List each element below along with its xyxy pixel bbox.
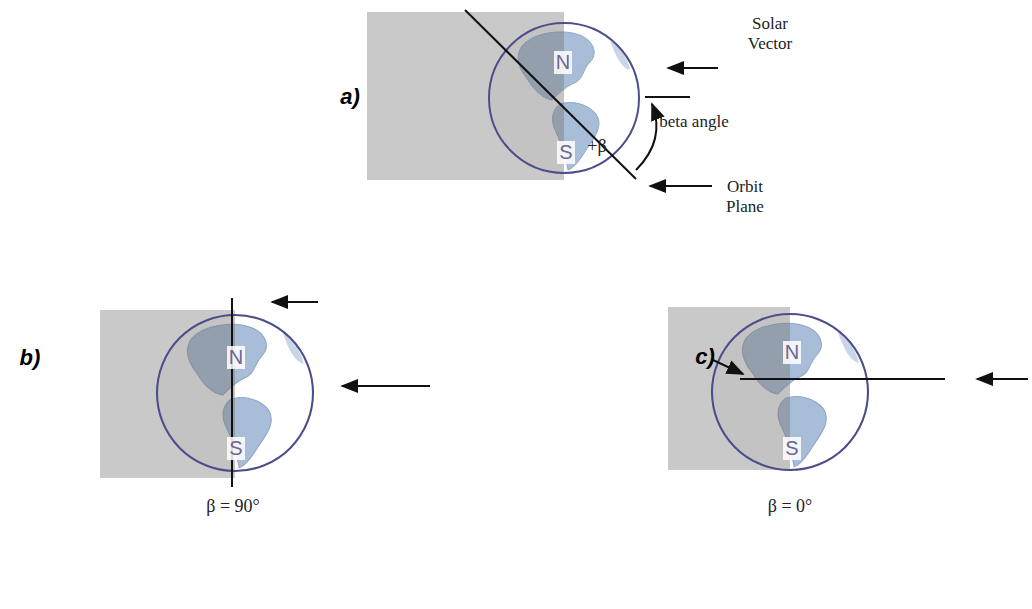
orbit-plane-line — [740, 378, 945, 380]
orbit-arrow — [650, 185, 712, 187]
panel-letter: a) — [340, 84, 360, 109]
solar-arrow — [342, 385, 430, 387]
solar-direction — [645, 96, 690, 98]
panel-letter: c) — [695, 344, 715, 369]
pole-label: N — [554, 51, 572, 74]
solar-arrow — [977, 378, 1028, 380]
pole-label: S — [557, 141, 574, 164]
orbit-plane-line — [465, 10, 636, 179]
vector-label: Solar Vector — [739, 14, 801, 53]
orbit-arrow — [272, 301, 318, 303]
earth — [489, 23, 639, 173]
earth — [157, 315, 313, 471]
panel-letter: b) — [20, 345, 41, 370]
solar-arrow — [668, 67, 718, 69]
angle-arc — [636, 104, 656, 170]
pole-label: S — [227, 437, 244, 460]
pole-label: N — [783, 341, 801, 364]
angle-label: +β — [587, 136, 606, 157]
pole-label: S — [783, 437, 800, 460]
pole-label: N — [227, 346, 245, 369]
plane-label: Orbit Plane — [714, 177, 776, 216]
earth — [712, 314, 868, 470]
orbit-arrow — [713, 360, 743, 374]
angle-value: β = 0° — [768, 496, 813, 517]
angle-value: β = 90° — [206, 496, 260, 517]
angle-name: beta angle — [659, 112, 728, 132]
